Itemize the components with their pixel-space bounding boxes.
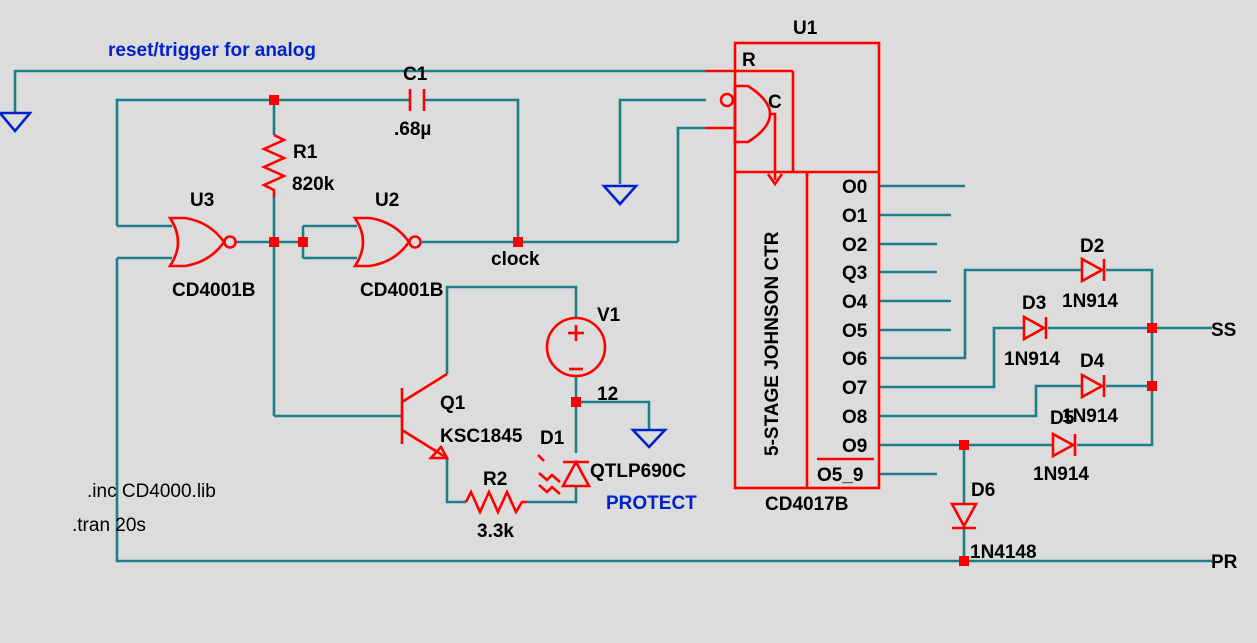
v1-ref: V1 — [597, 305, 621, 326]
led-d1 — [537, 454, 592, 495]
ground-icon — [0, 111, 33, 134]
nor-gate-u2 — [352, 216, 422, 268]
u1-output-label: O9 — [842, 436, 867, 457]
c1-ref: C1 — [403, 64, 428, 85]
q1-ref: Q1 — [440, 393, 466, 414]
u1-output-label: O6 — [842, 349, 867, 370]
pr-net-label: PR — [1211, 552, 1238, 573]
diode-d5 — [1051, 431, 1077, 459]
d5-ref: D5 — [1050, 408, 1075, 429]
u1-ref: U1 — [793, 18, 818, 39]
d4-ref: D4 — [1080, 351, 1105, 372]
transistor-q1 — [400, 372, 450, 460]
diode-d6 — [949, 502, 979, 530]
d6-value: 1N4148 — [970, 542, 1037, 563]
u1-output-label: O0 — [842, 177, 867, 198]
u2-ref: U2 — [375, 190, 399, 211]
u2-value: CD4001B — [360, 280, 443, 301]
d4-value: 1N914 — [1062, 406, 1118, 427]
junction-dots — [269, 95, 1157, 566]
u1-output-labels: O0 O1 O2 Q3 O4 O5 O6 O7 O8 O9 O5_9 — [817, 177, 868, 486]
u1-output-label: O5 — [842, 321, 868, 342]
diode-d2 — [1080, 256, 1106, 284]
u1-output-label: O5_9 — [817, 465, 863, 486]
d1-ref: D1 — [540, 428, 565, 449]
d3-ref: D3 — [1022, 293, 1046, 314]
diode-d4 — [1080, 372, 1106, 400]
u3-ref: U3 — [190, 190, 214, 211]
u1-pin-c: C — [768, 92, 782, 113]
u1-output-label: O1 — [842, 206, 868, 227]
ss-net-label: SS — [1211, 320, 1236, 341]
d5-value: 1N914 — [1033, 464, 1089, 485]
u1-output-label: Q3 — [842, 263, 867, 284]
tran-directive: .tran 20s — [72, 515, 146, 536]
ground-icon — [601, 184, 639, 206]
d2-value: 1N914 — [1062, 291, 1118, 312]
u3-value: CD4001B — [172, 280, 255, 301]
u1-pin-r: R — [742, 50, 756, 71]
wires — [13, 69, 1212, 563]
clock-net-label: clock — [491, 249, 540, 270]
r2-ref: R2 — [483, 469, 507, 490]
capacitor-c1 — [408, 89, 426, 111]
c1-value: .68µ — [394, 119, 431, 140]
r1-ref: R1 — [293, 142, 318, 163]
u1-output-label: O2 — [842, 235, 867, 256]
d1-value: QTLP690C — [590, 461, 686, 482]
q1-value: KSC1845 — [440, 426, 523, 447]
protect-label: PROTECT — [606, 493, 697, 514]
reset-trigger-label: reset/trigger for analog — [108, 40, 316, 61]
r2-value: 3.3k — [477, 521, 514, 542]
u1-value: CD4017B — [765, 494, 848, 515]
v1-value: 12 — [597, 384, 618, 405]
r1-value: 820k — [292, 174, 335, 195]
ground-icon — [629, 428, 669, 449]
voltage-source-v1 — [545, 316, 607, 378]
d6-ref: D6 — [971, 480, 995, 501]
u1-output-label: O4 — [842, 292, 868, 313]
nor-gate-u3 — [167, 216, 237, 268]
resistor-r1 — [260, 133, 288, 197]
ground-symbols — [0, 111, 669, 449]
counter-u1 — [706, 41, 881, 490]
u1-output-label: O8 — [842, 407, 867, 428]
d2-ref: D2 — [1080, 236, 1104, 257]
d3-value: 1N914 — [1004, 349, 1060, 370]
inc-directive: .inc CD4000.lib — [87, 481, 216, 502]
diode-d3 — [1022, 314, 1048, 342]
resistor-r2 — [464, 488, 527, 516]
u1-body-label: 5-STAGE JOHNSON CTR — [762, 231, 783, 456]
u1-output-label: O7 — [842, 378, 867, 399]
